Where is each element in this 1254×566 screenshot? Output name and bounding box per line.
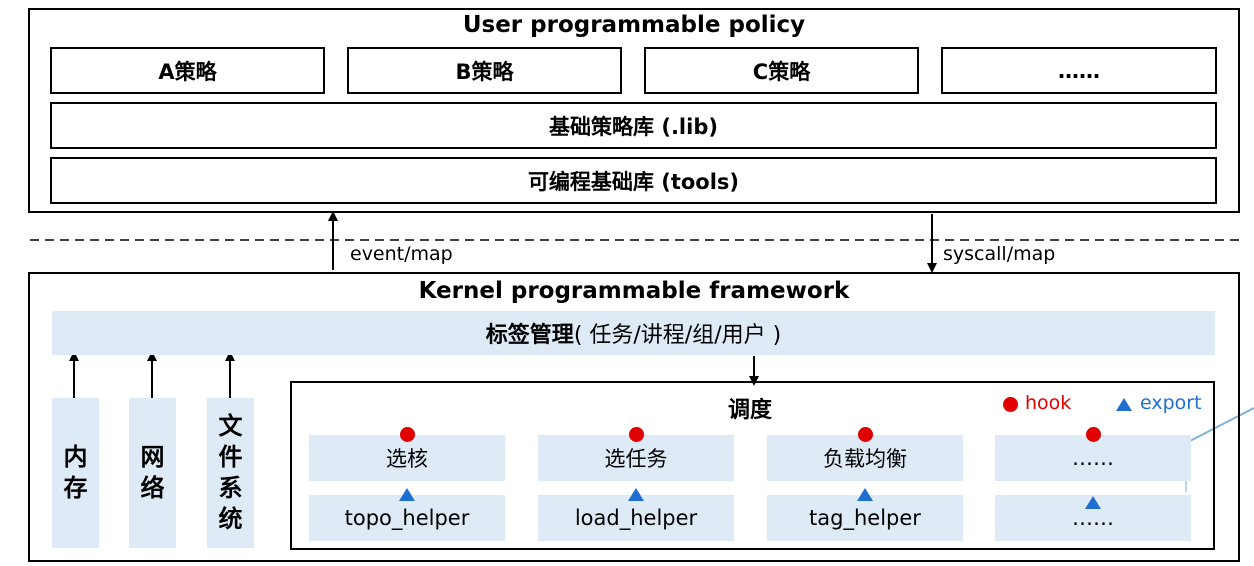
policy-more-box: …… [941, 47, 1217, 94]
export-marker-icon [1085, 496, 1101, 509]
export-marker-icon [628, 488, 644, 501]
hook-marker-icon [858, 427, 873, 442]
memory-char: 存 [63, 474, 88, 502]
legend-export-icon [1116, 398, 1132, 411]
hook-marker-icon [1086, 427, 1101, 442]
hook-select-task: 选任务 [538, 435, 734, 481]
filesystem-char: 系 [218, 474, 243, 502]
filesystem-subsystem: 文 件 系 统 [207, 398, 254, 548]
helper-load: load_helper [538, 495, 734, 541]
scheduler-title: 调度 [728, 398, 773, 423]
kernel-framework-title: Kernel programmable framework [418, 278, 850, 304]
filesystem-char: 统 [218, 505, 243, 533]
user-policy-title: User programmable policy [462, 12, 806, 38]
kernel-framework-frame [28, 272, 1240, 562]
export-marker-icon [399, 488, 415, 501]
callout-line [1187, 407, 1254, 443]
hook-more: …… [995, 435, 1191, 481]
network-char: 网 [140, 443, 165, 471]
policy-b-box: B策略 [347, 47, 622, 94]
tag-management-bar: 标签管理 ( 任务/讲程/组/用户 ) [52, 311, 1215, 355]
network-subsystem: 网 络 [129, 398, 176, 548]
export-marker-icon [857, 488, 873, 501]
memory-char: 内 [63, 443, 88, 471]
memory-subsystem: 内 存 [52, 398, 99, 548]
hook-marker-icon [629, 427, 644, 442]
filesystem-char: 文 [218, 412, 243, 440]
syscall-map-label: syscall/map [943, 243, 1056, 265]
tag-management-scope: ( 任务/讲程/组/用户 ) [573, 323, 782, 348]
helper-tag: tag_helper [767, 495, 963, 541]
tag-management-label: 标签管理 [485, 323, 574, 348]
tools-lib-box: 可编程基础库 (tools) [50, 157, 1217, 204]
event-map-label: event/map [350, 243, 453, 265]
filesystem-char: 件 [218, 443, 243, 471]
helper-topo: topo_helper [309, 495, 505, 541]
legend-hook-label: hook [1025, 392, 1072, 414]
scheduler-frame [290, 381, 1215, 550]
legend-hook-icon [1003, 397, 1018, 412]
network-char: 络 [140, 474, 165, 502]
policy-a-box: A策略 [50, 47, 325, 94]
legend-export-label: export [1140, 392, 1202, 414]
hook-marker-icon [400, 427, 415, 442]
hook-select-cpu: 选核 [309, 435, 505, 481]
policy-lib-box: 基础策略库 (.lib) [50, 102, 1217, 149]
hook-load-balance: 负载均衡 [767, 435, 963, 481]
policy-c-box: C策略 [644, 47, 919, 94]
user-policy-frame [28, 8, 1240, 213]
